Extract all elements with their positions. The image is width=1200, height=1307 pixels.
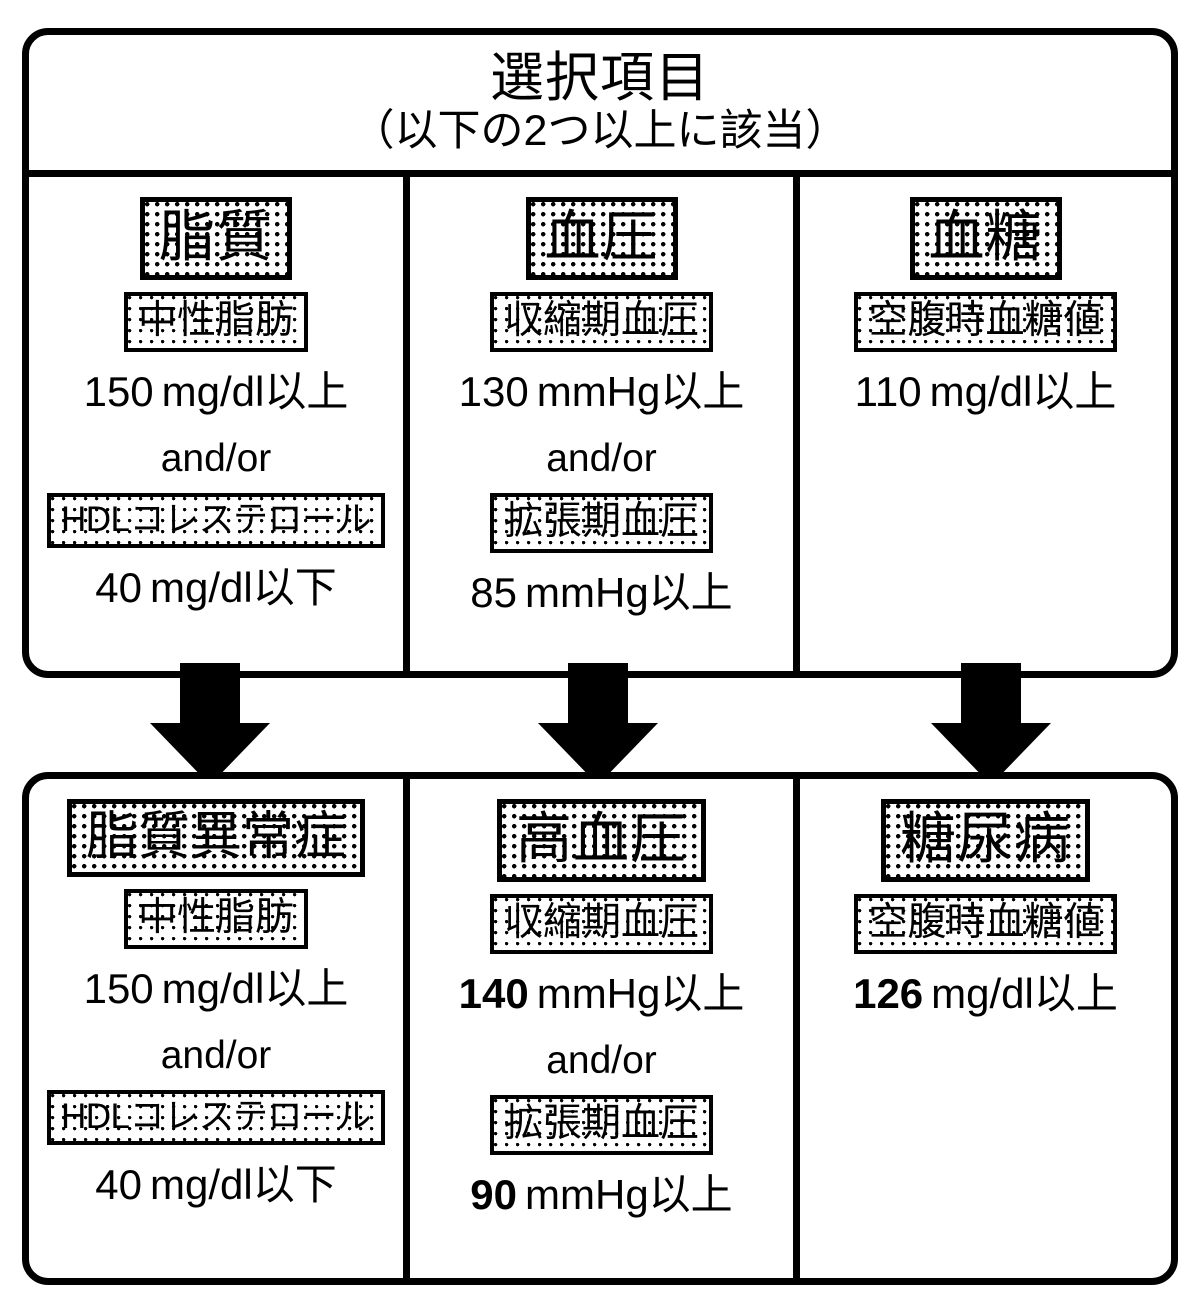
connector-and-or: and/or (160, 1034, 272, 1078)
page-subtitle: （以下の2つ以上に該当） (351, 107, 849, 156)
connector-and-or: and/or (546, 436, 657, 480)
category-heading-lipids: 脂質 (140, 197, 292, 280)
down-arrow-icon-blood-glucose (931, 663, 1051, 785)
diagnosis-heading-diabetes: 糖尿病 (881, 799, 1090, 882)
connector-and-or: and/or (160, 436, 272, 480)
measure-label-diastolic: 拡張期血圧 (489, 492, 713, 553)
measure-label-triglycerides: 中性脂肪 (123, 889, 308, 950)
measure-label-hdl-cholesterol: HDLコレステロール (46, 492, 386, 548)
page-title: 選択項目 (490, 48, 710, 109)
measure-label-fasting-glucose: 空腹時血糖値 (854, 893, 1117, 954)
diagnosis-heading-hypertension: 高血圧 (497, 799, 706, 882)
measure-label-diastolic: 拡張期血圧 (489, 1094, 713, 1155)
measure-label-fasting-glucose: 空腹時血糖値 (854, 291, 1117, 352)
diagnosis-heading-dyslipidemia: 脂質異常症 (66, 799, 365, 878)
down-arrow-icon-lipids (150, 663, 270, 785)
measure-label-systolic: 収縮期血圧 (489, 893, 713, 954)
measure-label-triglycerides: 中性脂肪 (123, 291, 308, 352)
category-heading-blood-glucose: 血糖 (909, 197, 1062, 280)
down-arrow-icon-blood-pressure (538, 663, 658, 785)
measure-label-systolic: 収縮期血圧 (489, 291, 713, 352)
criteria-panel-header: 選択項目 （以下の2つ以上に該当） (29, 35, 1171, 177)
category-heading-blood-pressure: 血圧 (525, 197, 678, 280)
measure-label-hdl-cholesterol: HDLコレステロール (46, 1090, 386, 1146)
connector-and-or: and/or (546, 1038, 657, 1082)
